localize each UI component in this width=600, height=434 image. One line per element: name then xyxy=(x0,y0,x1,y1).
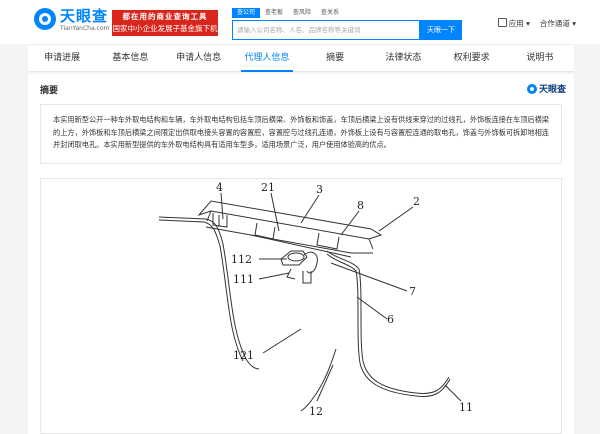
figure-label-112: 112 xyxy=(231,253,252,266)
header-right-menu: 应用 ▾ 合作通道 ▾ xyxy=(497,18,576,29)
figure-label-8: 8 xyxy=(357,199,364,212)
search-tab-risk[interactable]: 查风险 xyxy=(293,9,312,16)
figure-label-21: 21 xyxy=(261,181,275,194)
cooperate-label: 合作通道 xyxy=(539,19,570,28)
promo-banner[interactable]: 都在用的商业查询工具 国家中小企业发展子基金旗下机构 xyxy=(112,10,218,45)
tab-description[interactable]: 说明书 xyxy=(526,53,554,63)
patent-figure-svg: 4 21 3 8 2 112 111 7 6 121 12 11 xyxy=(158,181,473,418)
tab-legal-status[interactable]: 法律状态 xyxy=(385,53,422,63)
eye-logo-icon xyxy=(34,8,56,30)
search-button[interactable]: 天眼一下 xyxy=(420,20,462,40)
figure-label-111: 111 xyxy=(233,273,254,286)
banner-line1: 都在用的商业查询工具 xyxy=(122,12,208,21)
search-tabs: 查公司 查老板 查风险 查关系 xyxy=(232,8,344,18)
site-logo[interactable]: 天眼查 TianYanCha.com xyxy=(34,8,109,33)
tab-agent[interactable]: 代理人信息 xyxy=(233,45,301,72)
tab-claims[interactable]: 权利要求 xyxy=(453,53,490,63)
search-tab-relation[interactable]: 查关系 xyxy=(321,9,340,16)
banner-line2: 国家中小企业发展子基金旗下机构 xyxy=(112,24,218,45)
detail-tabs: 申请进展 基本信息 申请人信息 代理人信息 摘要 法律状态 权利要求 说明书 xyxy=(28,44,574,72)
top-header: 天眼查 TianYanCha.com 都在用的商业查询工具 国家中小企业发展子基… xyxy=(0,0,600,45)
section-title: 摘要 xyxy=(40,86,59,96)
tab-abstract[interactable]: 摘要 xyxy=(326,53,345,63)
search-input[interactable]: 请输入公司名称、人名、品牌名称等关键词 xyxy=(232,20,420,40)
apps-menu[interactable]: 应用 ▾ xyxy=(497,18,530,29)
figure-label-4: 4 xyxy=(216,181,223,194)
abstract-panel: 摘要 天眼查 本实用新型公开一种车外取电结构和车辆，车外取电结构包括车顶后横梁、… xyxy=(28,74,574,434)
eye-logo-icon xyxy=(526,83,537,94)
abstract-text: 本实用新型公开一种车外取电结构和车辆，车外取电结构包括车顶后横梁、外饰板和饰盖，… xyxy=(40,104,562,164)
tab-applicant[interactable]: 申请人信息 xyxy=(176,53,222,63)
search-area: 查公司 查老板 查风险 查关系 请输入公司名称、人名、品牌名称等关键词 天眼一下 xyxy=(232,8,462,40)
section-brand: 天眼查 xyxy=(526,82,566,95)
figure-label-121: 121 xyxy=(233,349,254,362)
chevron-down-icon: ▾ xyxy=(526,19,530,28)
figure-label-2: 2 xyxy=(413,195,420,208)
search-tab-company[interactable]: 查公司 xyxy=(232,8,261,18)
figure-label-11: 11 xyxy=(459,401,473,414)
section-brand-text: 天眼查 xyxy=(538,85,566,95)
figure-label-7: 7 xyxy=(409,285,416,298)
search-tab-boss[interactable]: 查老板 xyxy=(265,9,284,16)
figure-label-12: 12 xyxy=(309,405,323,418)
figure-label-6: 6 xyxy=(387,313,394,326)
patent-drawing: 4 21 3 8 2 112 111 7 6 121 12 11 xyxy=(40,178,562,434)
figure-label-3: 3 xyxy=(316,183,323,196)
tab-basic-info[interactable]: 基本信息 xyxy=(112,53,149,63)
logo-url: TianYanCha.com xyxy=(60,25,110,32)
logo-title: 天眼查 xyxy=(60,7,109,25)
tab-progress[interactable]: 申请进展 xyxy=(44,53,81,63)
apps-label: 应用 xyxy=(508,19,524,28)
cooperate-menu[interactable]: 合作通道 ▾ xyxy=(540,18,576,29)
apps-icon xyxy=(497,18,507,27)
chevron-down-icon: ▾ xyxy=(572,19,576,28)
